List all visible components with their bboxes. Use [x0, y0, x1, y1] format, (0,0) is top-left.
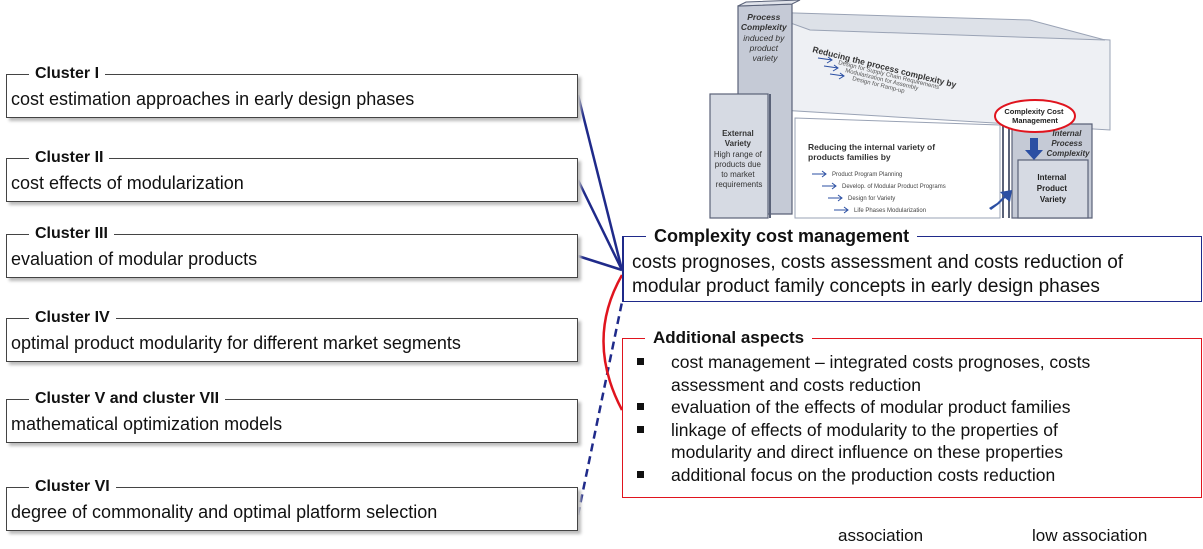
complexity-cost-management-box: Complexity cost management costs prognos…: [622, 225, 1202, 302]
bullet-arrow-icon: [834, 206, 849, 214]
list-item-line: cost management – integrated costs progn…: [671, 352, 1091, 372]
cluster-box-4: Cluster IV optimal product modularity fo…: [6, 309, 578, 362]
bullet-arrow-icon: [822, 182, 837, 190]
cluster-title: Cluster I: [16, 65, 106, 83]
internal-product-variety-label: Internal Product Variety: [1037, 173, 1069, 204]
cluster-description: degree of commonality and optimal platfo…: [11, 502, 438, 522]
cluster-box-2: Cluster II cost effects of modularizatio…: [6, 149, 578, 202]
legend-low-association-label: low association: [1032, 526, 1148, 545]
legend-association-label: association: [838, 526, 924, 545]
down-arrow-icon: [1025, 138, 1043, 160]
additional-aspects-bracket: [602, 274, 624, 411]
process-complexity-label: Process Complexity induced by product va…: [741, 12, 789, 63]
complexity-cost-label: Complexity Cost Management: [1004, 107, 1065, 125]
description-line: costs prognoses, costs assessment and co…: [632, 252, 1124, 273]
internal-item: Design for Variety: [848, 196, 895, 202]
cluster-description: optimal product modularity for different…: [11, 333, 461, 353]
association-line-cluster-3: [577, 254, 623, 272]
cluster-box-1: Cluster I cost estimation approaches in …: [6, 65, 578, 118]
list-item: linkage of effects of modularity to the …: [637, 419, 1090, 464]
additional-aspects-box: Additional aspects cost management – int…: [622, 327, 1202, 498]
reducing-internal-label: Reducing the internal variety of product…: [808, 142, 937, 162]
cluster-box-5: Cluster V and cluster VII mathematical o…: [6, 390, 578, 443]
cluster-description: cost effects of modularization: [11, 173, 244, 193]
cluster-box-3: Cluster III evaluation of modular produc…: [6, 225, 578, 278]
cluster-title: Cluster III: [17, 225, 114, 243]
list-item-line: additional focus on the production costs…: [671, 464, 1056, 485]
cluster-description: mathematical optimization models: [11, 414, 283, 434]
internal-item: Develop. of Modular Product Programs: [842, 184, 946, 190]
cluster-description: evaluation of modular products: [11, 249, 258, 269]
bullet-arrow-icon: [817, 56, 833, 64]
list-item: evaluation of the effects of modular pro…: [637, 396, 1090, 419]
bullet-arrow-icon: [823, 64, 839, 72]
list-item: cost management – integrated costs progn…: [637, 351, 1090, 396]
list-item-line: assessment and costs reduction: [671, 374, 921, 395]
complexity-cost-ellipse: [994, 99, 1076, 133]
cluster-title: Cluster V and cluster VII: [16, 390, 226, 408]
cluster-box-6: Cluster VI degree of commonality and opt…: [6, 478, 578, 531]
internal-item: Product Program Planning: [832, 172, 902, 178]
list-item-line: linkage of effects of modularity to the …: [671, 419, 1058, 440]
list-item-line: modularity and direct influence on these…: [671, 442, 1064, 462]
diagonal-arrow-icon: [989, 190, 1012, 210]
external-variety-face: [709, 93, 769, 219]
bullet-arrow-icon: [828, 194, 843, 202]
process-complexity-column-top: [737, 0, 801, 7]
complexity-cost-management-description: costs prognoses, costs assessment and co…: [632, 251, 1123, 299]
association-line-cluster-2: [576, 179, 624, 271]
association-line-cluster-1: [576, 94, 624, 271]
additional-aspects-list: cost management – integrated costs progn…: [637, 351, 1090, 486]
front-panel: [794, 117, 1001, 219]
additional-aspects-title: Additional aspects: [645, 327, 813, 349]
internal-product-variety-face: [1017, 159, 1089, 219]
list-item: additional focus on the production costs…: [637, 464, 1090, 487]
cluster-title: Cluster VI: [17, 478, 116, 496]
internal-item: Life Phases Modularization: [854, 208, 926, 214]
internal-process-complexity-label: Internal Process Complexity: [1046, 129, 1090, 158]
cluster-title: Cluster IV: [17, 309, 116, 327]
bullet-arrow-icon: [812, 170, 827, 178]
low-association-line-cluster-6: [576, 301, 624, 516]
description-line: modular product family concepts in early…: [632, 276, 1100, 297]
external-variety-label: External Variety High range of products …: [714, 129, 764, 189]
list-item-line: evaluation of the effects of modular pro…: [671, 397, 1071, 417]
cluster-title: Cluster II: [16, 149, 110, 167]
complexity-cost-management-title: Complexity cost management: [646, 225, 918, 247]
cluster-description: cost estimation approaches in early desi…: [11, 89, 415, 109]
top-panel: [759, 11, 1106, 41]
bullet-arrow-icon: [829, 72, 845, 80]
complexity-model-graphic: Process Complexity induced by product va…: [709, 0, 1111, 219]
